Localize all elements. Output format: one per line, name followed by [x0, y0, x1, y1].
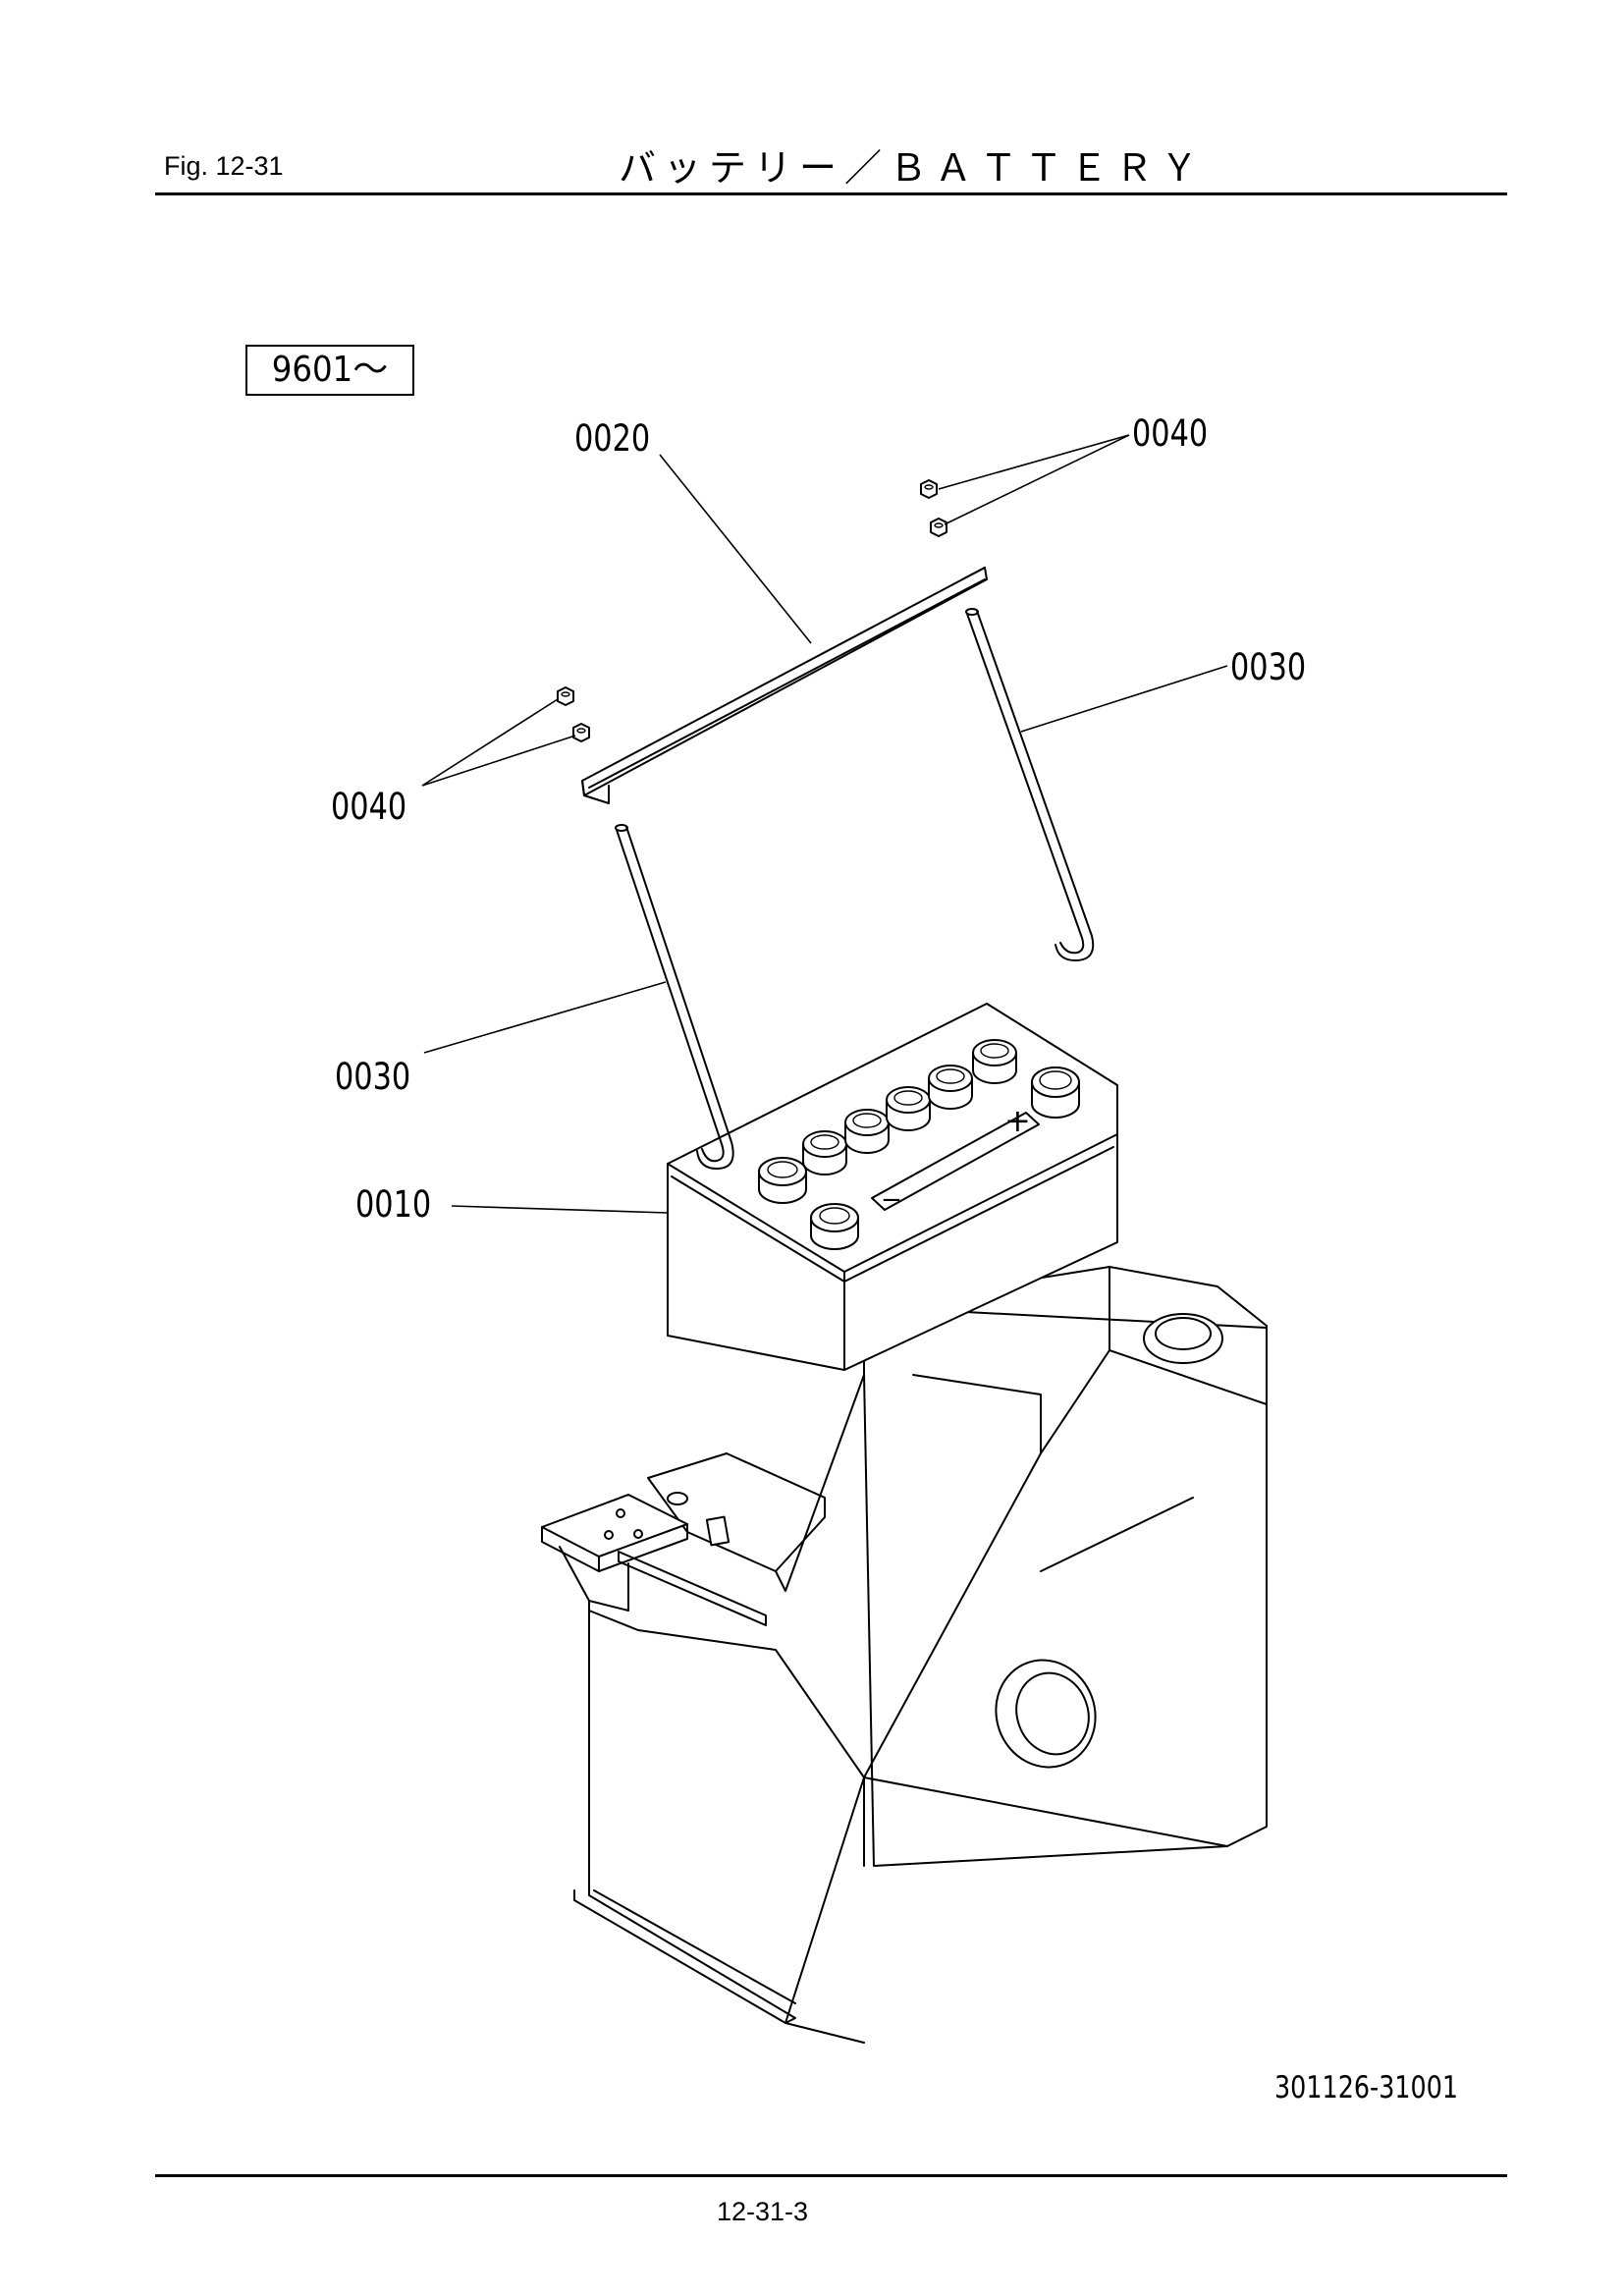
callout-0040-left: 0040 [331, 786, 407, 828]
footer-divider [155, 2174, 1507, 2177]
callout-0020: 0020 [574, 417, 651, 460]
callout-leader-lines [421, 434, 1228, 1214]
battery-tray-bracket [541, 1266, 1268, 2044]
callout-0010: 0010 [355, 1183, 432, 1226]
figure-number: Fig. 12-31 [164, 151, 284, 181]
battery-hold-bar-0020 [581, 567, 988, 804]
battery-cell-caps [758, 1039, 1080, 1250]
callout-0030-right: 0030 [1230, 646, 1307, 688]
battery-rod-0030-left [615, 824, 734, 1170]
callout-0030-left: 0030 [335, 1056, 411, 1098]
page-title: バッテリー／ＢＡＴＴＥＲＹ [619, 146, 1207, 190]
callout-0040-top: 0040 [1132, 412, 1209, 455]
battery-minus-mark: − [881, 1185, 902, 1215]
serial-range-box: 9601〜 [245, 345, 414, 396]
battery-plus-mark: + [1004, 1102, 1031, 1139]
drawing-number: 301126-31001 [1274, 2070, 1459, 2105]
hex-nut-0040 [557, 479, 947, 742]
header-divider [155, 192, 1507, 195]
battery-0010: + − [667, 1003, 1118, 1371]
page-number: 12-31-3 [717, 2197, 809, 2226]
battery-rod-0030-right [965, 608, 1095, 961]
